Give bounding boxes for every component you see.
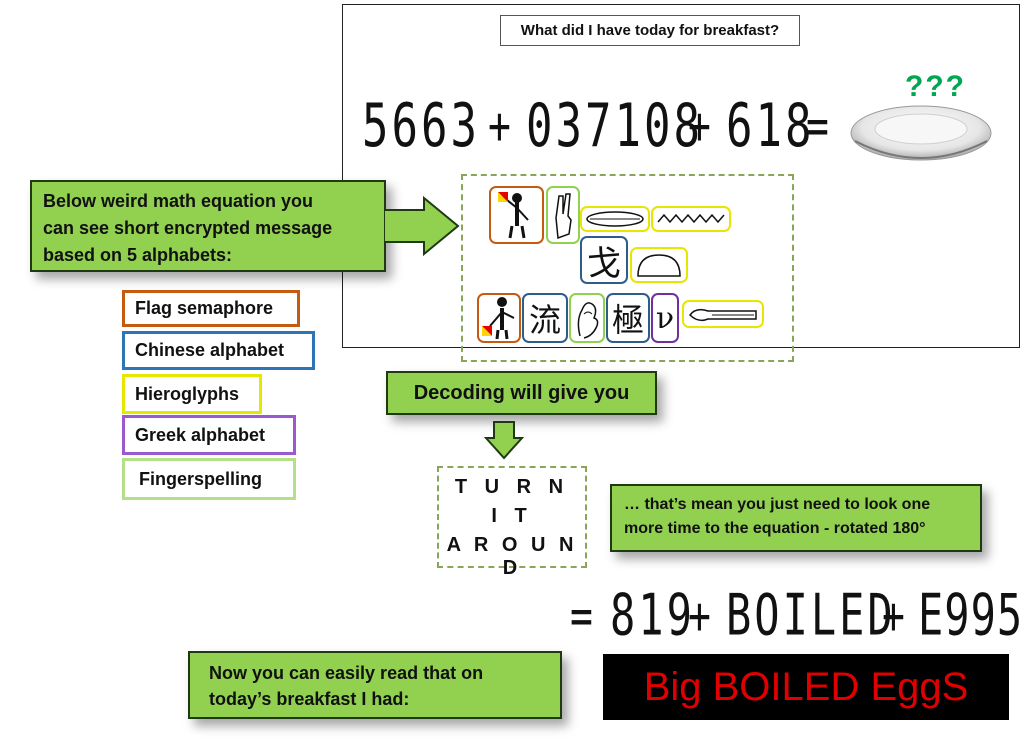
- question-title: What did I have today for breakfast?: [500, 15, 800, 46]
- fingerspelling-hand-icon: [569, 293, 605, 343]
- equation-top-term-3: 618: [726, 92, 815, 161]
- equation-bottom-plus-2: +: [882, 586, 908, 646]
- explanation-line-1: … that’s mean you just need to look one: [624, 496, 931, 513]
- semaphore-flag-icon: [477, 293, 521, 343]
- explanation-line-2: more time to the equation - rotated 180°: [624, 520, 926, 537]
- conclusion-line-2: today’s breakfast I had:: [209, 689, 410, 709]
- hieroglyph-bread-icon: [630, 247, 688, 283]
- legend-greek-alphabet: Greek alphabet: [122, 415, 296, 455]
- equation-bottom-equals: =: [570, 586, 596, 646]
- result-box: T U R N I T A R O U N D: [437, 466, 587, 579]
- hieroglyph-water-icon: [651, 206, 731, 232]
- greek-letter-1: ν: [651, 293, 679, 343]
- result-line-1: T U R N: [454, 476, 570, 498]
- legend-label: Fingerspelling: [139, 468, 263, 489]
- explanation-callout: … that’s mean you just need to look one …: [610, 484, 982, 552]
- result-line-2: I T: [491, 505, 533, 527]
- equation-top-term-2: 037108: [526, 92, 703, 161]
- equation-bottom-term-1: 819: [610, 582, 695, 649]
- chinese-character-2: 流: [522, 293, 568, 343]
- legend-hieroglyphs: Hieroglyphs: [122, 374, 262, 414]
- down-arrow-icon: [484, 421, 524, 460]
- chinese-character-1: 戈: [580, 236, 628, 284]
- chinese-character-3: 極: [606, 293, 650, 343]
- answer-banner: Big BOILED EggS: [603, 654, 1009, 720]
- result-line-3: A R O U N D: [446, 534, 578, 579]
- legend-label: Greek alphabet: [135, 424, 266, 445]
- cipher-area: [461, 174, 794, 362]
- legend-label: Chinese alphabet: [135, 340, 285, 360]
- hieroglyph-lens-icon: [580, 206, 650, 232]
- plate-image: [850, 105, 992, 161]
- intro-callout: Below weird math equation you can see sh…: [30, 180, 386, 272]
- intro-line-2: can see short encrypted message: [43, 218, 333, 238]
- equation-top-equals: =: [806, 96, 832, 156]
- conclusion-callout: Now you can easily read that on today’s …: [188, 651, 562, 719]
- equation-top-plus-2: +: [688, 96, 714, 156]
- semaphore-flag-icon: [489, 186, 544, 244]
- legend-chinese-alphabet: Chinese alphabet: [122, 331, 315, 370]
- legend-label: Flag semaphore: [135, 298, 274, 318]
- equation-bottom-term-2: BOILED: [726, 582, 896, 649]
- equation-top-plus-1: +: [488, 96, 514, 156]
- right-arrow-icon: [384, 196, 460, 256]
- equation-bottom-term-3: E995: [918, 582, 1024, 649]
- hieroglyph-arm-icon: [682, 300, 764, 328]
- equation-panel: [342, 4, 1020, 348]
- legend-flag-semaphore: Flag semaphore: [122, 290, 300, 327]
- intro-line-1: Below weird math equation you: [43, 191, 314, 211]
- equation-top-term-1: 5663: [362, 92, 480, 161]
- equation-bottom-plus-1: +: [688, 586, 714, 646]
- intro-line-3: based on 5 alphabets:: [43, 245, 233, 265]
- plate-question-marks: ???: [905, 70, 966, 103]
- legend-label: Hieroglyphs: [135, 383, 240, 404]
- conclusion-line-1: Now you can easily read that on: [209, 663, 484, 683]
- fingerspelling-hand-icon: [546, 186, 580, 244]
- legend-fingerspelling: Fingerspelling: [122, 458, 296, 500]
- decoding-label: Decoding will give you: [386, 371, 657, 415]
